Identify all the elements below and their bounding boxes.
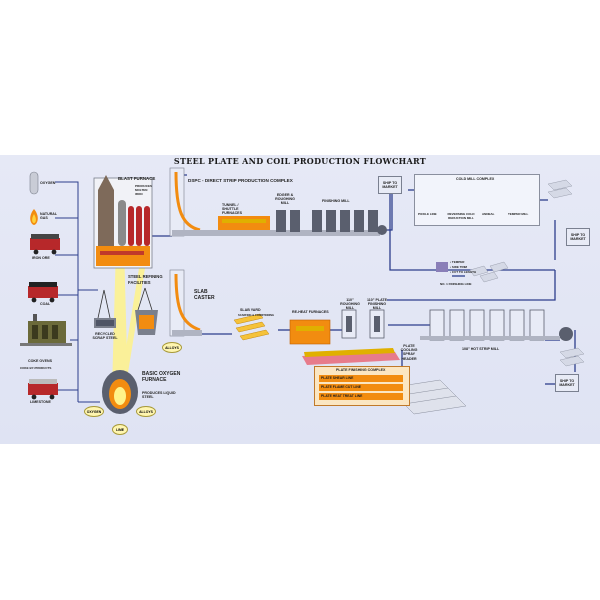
reheat-furnace-icon [289, 319, 331, 345]
transfer-strip [302, 348, 400, 365]
recycled-scrap-label: RECYCLED SCRAP STEEL [92, 332, 118, 341]
tunnel-furnace-label: TUNNEL / SHUTTLE FURNACES [222, 203, 242, 216]
hot-strip-mill-icon [420, 309, 573, 341]
blast-furnace-icon [93, 175, 153, 269]
ore-cart-icon [30, 234, 60, 255]
molten-beams [112, 246, 146, 390]
tunnel-furnace-icon [218, 216, 270, 230]
blast-furnace-subtitle: PRODUCES MOLTEN IRON [135, 184, 153, 197]
plate-shear-line: PLATE SHEAR LINE [319, 375, 403, 382]
coke-byproducts-label: COKE BY-PRODUCTS [20, 366, 52, 370]
dspc-caster-icon [169, 167, 380, 237]
input-bus-lines [55, 181, 100, 403]
finishing-line-item-2: • SIDE TRIM [450, 265, 468, 269]
cold-mill-complex-box [414, 174, 540, 226]
page-title: STEEL PLATE AND COIL PRODUCTION FLOWCHAR… [173, 156, 427, 166]
refining-ladle-icon [135, 287, 158, 335]
refining-title: STEEL REFINING FACILITIES [128, 274, 163, 285]
coke-ovens-label: COKE OVENS [28, 359, 52, 363]
slab-yard-sub-label: SCARFING & CONDITIONING [238, 314, 275, 317]
limestone-cart-icon [28, 379, 58, 400]
coal-cart-icon [28, 282, 58, 303]
scrap-crane-icon [94, 289, 116, 328]
bof-title: BASIC OXYGEN FURNACE [142, 371, 181, 383]
ship-to-market-bottom: SHIP TO MARKET [555, 374, 579, 392]
finishing-line-item-1: • TEMPER [450, 260, 465, 264]
bof-alloys-badge: ALLOYS [136, 406, 156, 417]
bof-lime-badge: LIME [112, 424, 128, 435]
ship-product-stacks [547, 179, 585, 367]
slab-caster-label: SLAB CASTER [194, 289, 215, 301]
finishing-line-item-3: • CUT TO LENGTH [450, 270, 477, 274]
bof-subtitle: PRODUCES LIQUID STEEL [142, 391, 176, 400]
limestone-label: LIMESTONE [30, 400, 51, 404]
oxygen-label: OXYGEN [40, 181, 56, 185]
roughing-mill-label: 110" ROUGHING MILL [340, 298, 360, 311]
temper-mill-label: TEMPER MILL [508, 212, 529, 216]
anneal-label: ANNEAL [482, 212, 495, 216]
dspc-title: DSPC - DIRECT STRIP PRODUCTION COMPLEX [188, 178, 293, 183]
natural-gas-label: NATURAL GAS [40, 212, 58, 221]
ship-to-market-right: SHIP TO MARKET [566, 228, 590, 246]
natural-gas-flame-icon [30, 209, 38, 225]
plate-cooling-label: PLATE COOLING SPRAY HEADER [400, 344, 418, 361]
plate-mill-stands [341, 309, 385, 339]
hot-strip-mill-label: 108" HOT STRIP MILL [462, 347, 500, 351]
cold-mill-title: COLD MILL COMPLEX [456, 177, 495, 181]
plate-finishing-mill-label: 110" PLATE FINISHING MILL [366, 298, 387, 311]
bof-vessel-icon [102, 370, 138, 414]
dspc-mill-stands [276, 210, 387, 235]
reversing-mill-label: REVERSING COLD REDUCTION MILL [447, 212, 475, 221]
plate-heat-treat-line: PLATE HEAT TREAT LINE [319, 393, 403, 400]
ship-to-market-top: SHIP TO MARKET [378, 176, 402, 194]
edger-roughing-label: EDGER & ROUGHING MILL [275, 193, 295, 206]
finishing-mill-label: FINISHING MILL [322, 199, 350, 203]
blast-furnace-title: BLAST FURNACE [118, 176, 156, 181]
slab-caster-icon [169, 269, 202, 337]
plate-flame-cut-line: PLATE FLAME CUT LINE [319, 384, 403, 391]
coal-label: COAL [40, 302, 51, 306]
finishing-line-coils [436, 261, 509, 283]
plate-finishing-complex-title: PLATE FINISHING COMPLEX [336, 368, 386, 372]
iron-ore-label: IRON ORE [32, 256, 50, 260]
oxygen-tank-icon [29, 171, 39, 195]
refining-alloys-badge: ALLOYS [162, 342, 182, 353]
slab-yard-icon [233, 313, 270, 341]
pickle-line-label: PICKLE LINE [418, 212, 437, 216]
bof-oxygen-badge: OXYGEN [84, 406, 104, 417]
finishing-line-label: NO. 1 FINISHING LINE [440, 282, 472, 286]
reheat-furnace-label: RE-HEAT FURNACES [292, 310, 329, 314]
slab-yard-label: SLAB YARD [240, 308, 261, 312]
coke-ovens-icon [20, 314, 72, 346]
